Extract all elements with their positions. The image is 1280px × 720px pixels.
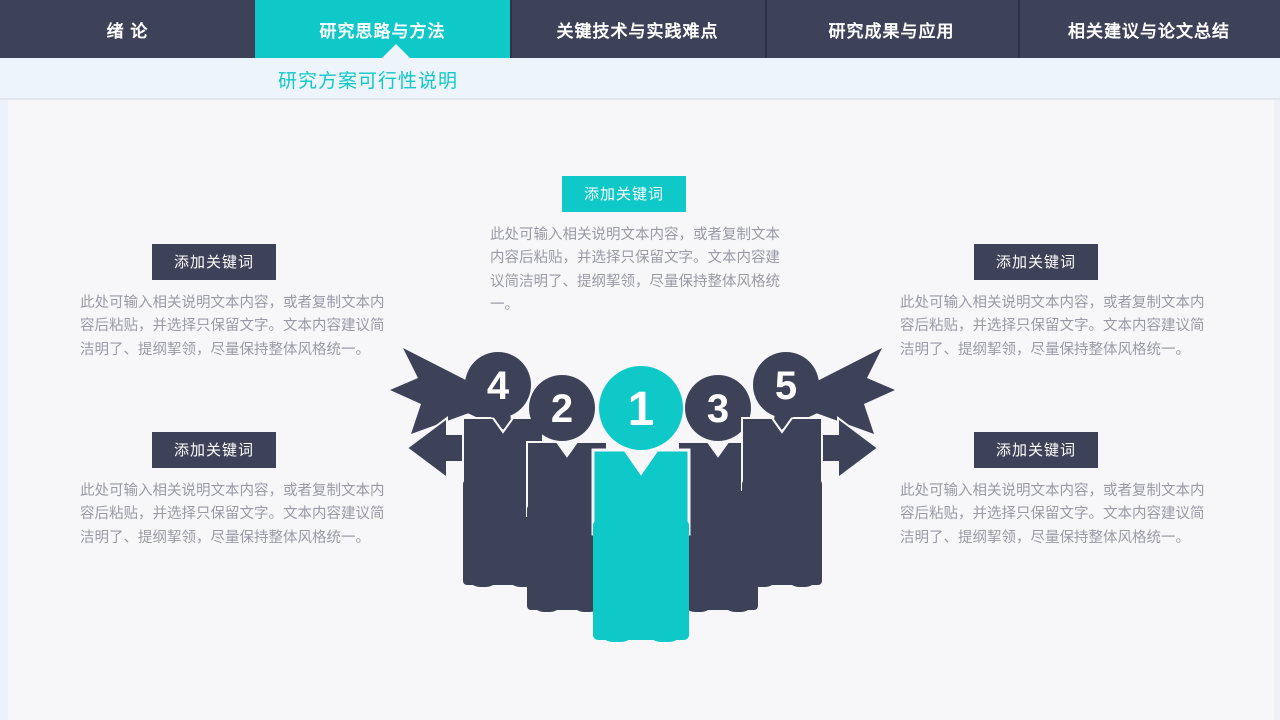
content-block-bottom-left: 添加关键词 此处可输入相关说明文本内容，或者复制文本内容后粘贴，并选择只保留文字… <box>80 432 390 550</box>
nav-tab-yanjiuchengguo[interactable]: 研究成果与应用 <box>765 0 1018 58</box>
subtitle-text: 研究方案可行性说明 <box>278 71 459 92</box>
top-navigation-bar: 绪 论 研究思路与方法 关键技术与实践难点 研究成果与应用 相关建议与论文总结 <box>0 0 1280 58</box>
head-circle-4 <box>465 352 531 418</box>
figure-2: 2 <box>526 375 608 612</box>
head-circle-1 <box>599 366 683 450</box>
figure-number-5: 5 <box>775 364 797 408</box>
head-circle-5 <box>753 352 819 418</box>
strip-divider <box>0 98 1280 100</box>
nav-tab-label: 关键技术与实践难点 <box>556 21 719 41</box>
nav-tab-guanjianjishu[interactable]: 关键技术与实践难点 <box>510 0 765 58</box>
active-tab-notch-indicator <box>382 44 410 58</box>
keyword-badge-top-right[interactable]: 添加关键词 <box>974 244 1099 280</box>
body-text-bottom-left: 此处可输入相关说明文本内容，或者复制文本内容后粘贴，并选择只保留文字。文本内容建… <box>80 483 385 546</box>
body-text-top-left: 此处可输入相关说明文本内容，或者复制文本内容后粘贴，并选择只保留文字。文本内容建… <box>80 295 385 358</box>
figure-number-3: 3 <box>707 387 729 431</box>
keyword-badge-bottom-right[interactable]: 添加关键词 <box>974 432 1099 468</box>
nav-tab-label: 相关建议与论文总结 <box>1068 21 1230 41</box>
content-block-bottom-right: 添加关键词 此处可输入相关说明文本内容，或者复制文本内容后粘贴，并选择只保留文字… <box>900 432 1210 550</box>
right-edge-accent <box>1274 100 1280 720</box>
figure-3: 3 <box>677 375 759 612</box>
left-edge-accent <box>0 100 8 720</box>
body-text-bottom-right: 此处可输入相关说明文本内容，或者复制文本内容后粘贴，并选择只保留文字。文本内容建… <box>900 483 1205 546</box>
nav-tab-label: 研究思路与方法 <box>319 21 446 41</box>
figure-number-2: 2 <box>551 387 573 431</box>
keyword-badge-top-left[interactable]: 添加关键词 <box>152 244 277 280</box>
keyword-badge-bottom-left[interactable]: 添加关键词 <box>152 432 277 468</box>
team-figures-diagram: 4 2 3 5 <box>385 330 900 650</box>
figure-number-1: 1 <box>628 383 655 436</box>
nav-tab-xulun[interactable]: 绪 论 <box>0 0 255 58</box>
figure-number-4: 4 <box>487 364 510 408</box>
figure-5: 5 <box>741 352 880 587</box>
head-circle-3 <box>685 375 751 441</box>
nav-tab-label: 研究成果与应用 <box>828 21 955 41</box>
keyword-badge-top-center[interactable]: 添加关键词 <box>562 176 687 212</box>
nav-tab-xiangguanjianyi[interactable]: 相关建议与论文总结 <box>1018 0 1280 58</box>
content-block-top-left: 添加关键词 此处可输入相关说明文本内容，或者复制文本内容后粘贴，并选择只保留文字… <box>80 244 390 362</box>
content-block-top-right: 添加关键词 此处可输入相关说明文本内容，或者复制文本内容后粘贴，并选择只保留文字… <box>900 244 1210 362</box>
head-circle-2 <box>529 375 595 441</box>
body-text-top-right: 此处可输入相关说明文本内容，或者复制文本内容后粘贴，并选择只保留文字。文本内容建… <box>900 295 1205 358</box>
nav-tab-label: 绪 论 <box>106 21 149 41</box>
subtitle-strip: 研究方案可行性说明 <box>0 58 1280 98</box>
figure-1: 1 <box>591 366 691 642</box>
body-text-top-center: 此处可输入相关说明文本内容，或者复制文本内容后粘贴，并选择只保留文字。文本内容建… <box>490 227 780 314</box>
content-block-top-center: 添加关键词 此处可输入相关说明文本内容，或者复制文本内容后粘贴，并选择只保留文字… <box>490 176 790 318</box>
